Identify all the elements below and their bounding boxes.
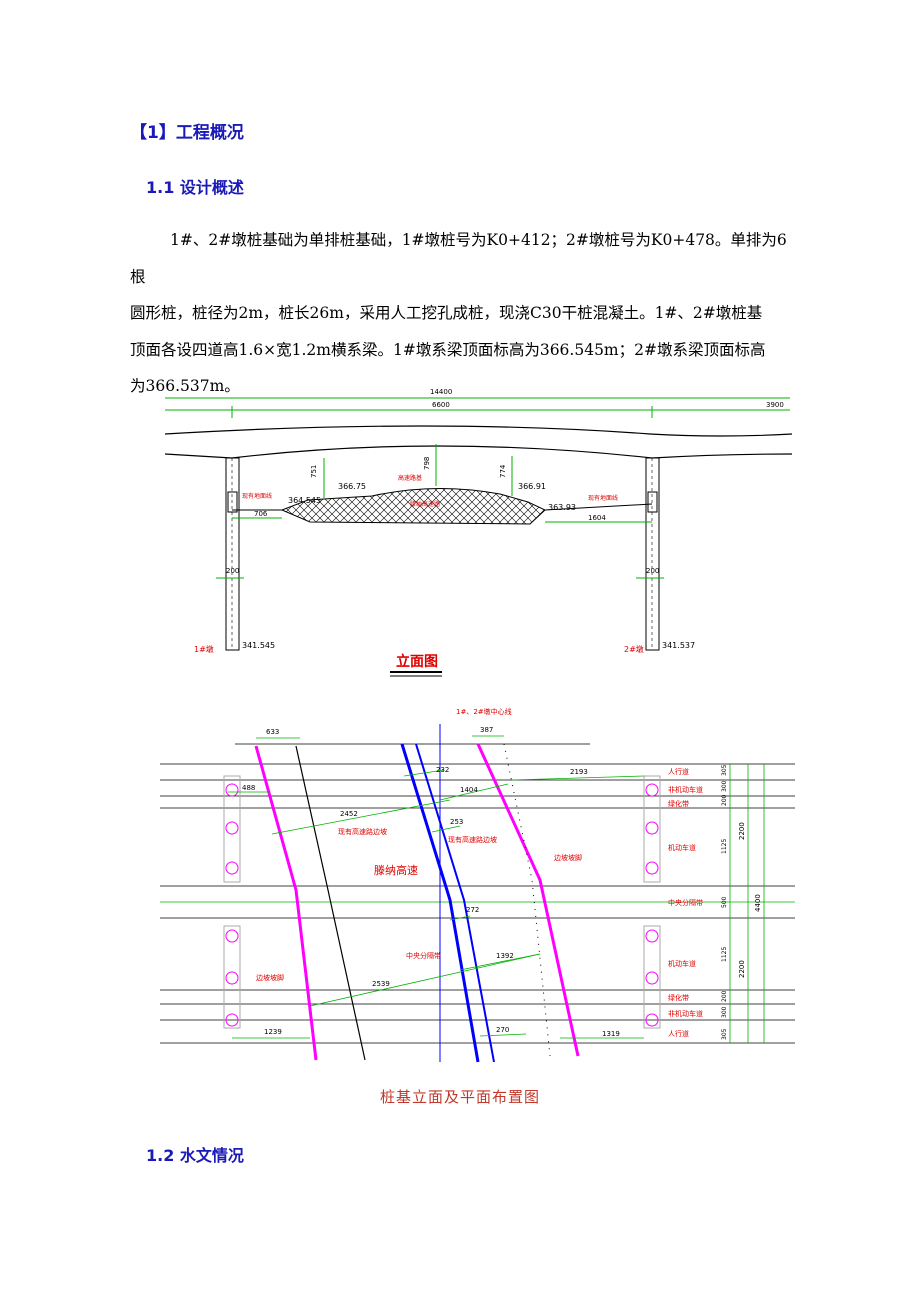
- lane-label: 绿化带: [668, 993, 689, 1002]
- lane-label: 机动车道: [668, 843, 696, 852]
- label-existing-boundary-left: 现有高速路边坡: [338, 827, 387, 836]
- dim-488: 488: [242, 784, 255, 792]
- elev-bottom-1: 341.545: [242, 641, 275, 650]
- elev-364-545: 364.545: [288, 496, 321, 505]
- dim-253: 253: [450, 818, 463, 826]
- dim-387: 387: [480, 726, 493, 734]
- section-title-1-1: 1.1 设计概述: [146, 178, 244, 197]
- paragraph-line-3: 顶面各设四道高1.6×宽1.2m横系梁。1#墩系梁顶面标高为366.545m；2…: [130, 340, 766, 359]
- dim-1404: 1404: [460, 786, 478, 794]
- lane-label: 机动车道: [668, 959, 696, 968]
- dim-1604: 1604: [588, 514, 606, 522]
- lane-label: 非机动车道: [668, 1009, 703, 1018]
- elevation-title: 立面图: [396, 653, 438, 670]
- figure-caption: 桩基立面及平面布置图: [379, 1088, 540, 1106]
- label-pier-1: 1#墩: [194, 644, 214, 654]
- dim-span: 6600: [432, 401, 450, 409]
- section-title-1-2: 1.2 水文情况: [146, 1146, 244, 1165]
- lane-label: 人行道: [668, 1029, 689, 1038]
- label-center-line: 1#、2#墩中心线: [456, 707, 512, 716]
- label-road: 高速路基: [398, 474, 422, 482]
- lane-dim: 305: [721, 1028, 728, 1040]
- dim-1239: 1239: [264, 1028, 282, 1036]
- elev-366-91: 366.91: [518, 482, 546, 491]
- lane-dim: 200: [721, 990, 728, 1002]
- lane-dim: 305: [721, 764, 728, 776]
- lane-label: 人行道: [668, 767, 689, 776]
- plan-drawing: 633 387 1#、2#墩中心线 488 232 2193 1404 2452…: [160, 707, 795, 1063]
- dim-1392: 1392: [496, 952, 514, 960]
- dim-2193: 2193: [570, 768, 588, 776]
- dim-798: 798: [423, 457, 431, 470]
- paragraph-line-2: 圆形桩，桩径为2m，桩长26m，采用人工挖孔成桩，现浇C30干桩混凝土。1#、2…: [130, 304, 763, 322]
- label-ground-right: 现有地面线: [588, 494, 618, 502]
- dim-right: 3900: [766, 401, 784, 409]
- dim-total: 14400: [430, 388, 452, 396]
- label-pier-2: 2#墩: [624, 644, 644, 654]
- lane-dim: 300: [721, 1006, 728, 1018]
- lane-label: 绿化带: [668, 799, 689, 808]
- lane-label: 中央分隔带: [668, 898, 703, 907]
- dim-751: 751: [310, 465, 318, 478]
- dim-2200-top: 2200: [738, 822, 746, 840]
- lane-dim: 200: [721, 794, 728, 806]
- elev-bottom-2: 341.537: [662, 641, 695, 650]
- dim-4400: 4400: [754, 894, 762, 912]
- dim-633: 633: [266, 728, 279, 736]
- dim-1319: 1319: [602, 1030, 620, 1038]
- label-median-center: 中央分隔带: [406, 951, 441, 960]
- dim-2539: 2539: [372, 980, 390, 988]
- lane-dim: 500: [721, 896, 728, 908]
- dim-2200-bottom: 2200: [738, 960, 746, 978]
- lane-label: 非机动车道: [668, 785, 703, 794]
- design-overview-paragraph: 1#、2#墩桩基础为单排桩基础，1#墩桩号为K0+412；2#墩桩号为K0+47…: [130, 222, 790, 405]
- label-slope-foot-left: 边坡坡脚: [256, 973, 284, 982]
- label-slope-foot-right: 边坡坡脚: [554, 853, 582, 862]
- label-highway: 滕纳高速: [374, 863, 418, 877]
- lane-dim: 300: [721, 780, 728, 792]
- label-existing-boundary-right: 现有高速路边坡: [448, 835, 497, 844]
- label-hatch: 滕纳高速路: [410, 500, 440, 508]
- dim-200-left: 200: [226, 567, 239, 575]
- dim-2452: 2452: [340, 810, 358, 818]
- dim-706: 706: [254, 510, 268, 518]
- elev-366-75: 366.75: [338, 482, 366, 491]
- lane-dim: 1125: [721, 947, 728, 962]
- dim-272: 272: [466, 906, 479, 914]
- paragraph-line-1: 1#、2#墩桩基础为单排桩基础，1#墩桩号为K0+412；2#墩桩号为K0+47…: [130, 231, 787, 286]
- dim-200-right: 200: [646, 567, 659, 575]
- elev-363-93: 363.93: [548, 503, 576, 512]
- paragraph-line-4: 为366.537m。: [130, 377, 240, 395]
- section-title-1: 【1】工程概况: [130, 123, 244, 143]
- dim-270: 270: [496, 1026, 509, 1034]
- elevation-drawing: 14400 6600 3900 751 798 774 366.75 366.9…: [164, 388, 793, 677]
- dim-232: 232: [436, 766, 449, 774]
- lane-dim: 1125: [721, 839, 728, 854]
- label-ground-left: 现有地面线: [242, 492, 272, 500]
- dim-774: 774: [499, 464, 507, 478]
